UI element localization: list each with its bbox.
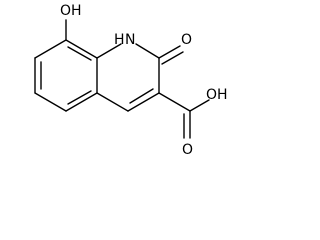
bond-c4-c4a xyxy=(96,92,129,112)
bond-c2-o xyxy=(158,45,181,59)
carboxylic-hydroxyl-label: OH xyxy=(206,87,228,103)
pyridinone-ring xyxy=(96,43,160,112)
bond-c3-c4 xyxy=(127,92,160,112)
ring-nitrogen-label: N xyxy=(125,32,135,48)
double-bond-c2-o xyxy=(161,51,184,65)
hydroxyl-label: OH xyxy=(60,3,82,19)
benzene-ring xyxy=(34,39,98,112)
bond-c8a-n1 xyxy=(96,43,122,59)
bond-cooh-oh xyxy=(189,99,210,112)
bond-n1-c2 xyxy=(135,43,160,59)
double-bond-c8-c8a xyxy=(67,46,92,61)
double-bond-c4a-c5 xyxy=(67,90,92,105)
substituents xyxy=(65,19,210,139)
chemical-structure-diagram: OH H N O OH O xyxy=(34,3,228,158)
atom-labels: OH H N O OH O xyxy=(60,3,228,158)
bond-c8-c8a xyxy=(65,39,98,59)
ring-nh-hydrogen-label: H xyxy=(114,32,125,48)
carbonyl-oxygen-label: O xyxy=(181,32,192,48)
double-bond-c3-c4 xyxy=(129,88,154,104)
bond-c3-cooh xyxy=(158,92,191,112)
bond-c7-c8 xyxy=(34,39,67,59)
bond-c4a-c5 xyxy=(65,92,98,112)
bond-c5-c6 xyxy=(34,92,67,112)
carboxylic-oxygen-label: O xyxy=(182,142,193,158)
